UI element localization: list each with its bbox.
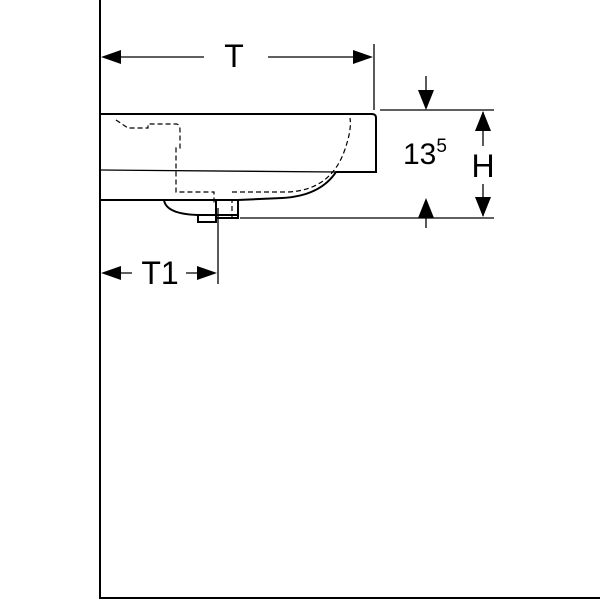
hidden-bowl-contour [115, 117, 351, 205]
rim-height-label: 135 [403, 136, 447, 171]
h-arrow-up [475, 111, 491, 131]
dimension-rim-height: 135 [240, 76, 494, 228]
h-arrow-down [475, 197, 491, 217]
t1-arrow-left [101, 266, 121, 280]
rim-height-arrow-down [418, 90, 434, 110]
dimension-h: H [471, 111, 495, 217]
hidden-drain-pipe [214, 199, 233, 218]
washbasin-profile [99, 113, 377, 223]
t-arrow-left [101, 50, 121, 64]
rim-height-arrow-up [418, 198, 434, 218]
basin-bowl-bottom [163, 199, 238, 216]
wall-floor [99, 0, 600, 599]
rim-height-value: 13 [403, 138, 436, 171]
t1-arrow-right [197, 266, 217, 280]
rim-height-superscript: 5 [436, 136, 447, 157]
t-label: T [224, 38, 244, 74]
basin-top-inner-edge [99, 169, 337, 173]
dimension-t1: T1 [101, 208, 219, 291]
h-label: H [471, 148, 494, 184]
dimension-t: T [101, 38, 375, 110]
t-arrow-right [353, 50, 373, 64]
basin-outline [100, 113, 377, 201]
drain-outlet [197, 200, 239, 223]
t1-label: T1 [141, 255, 178, 291]
